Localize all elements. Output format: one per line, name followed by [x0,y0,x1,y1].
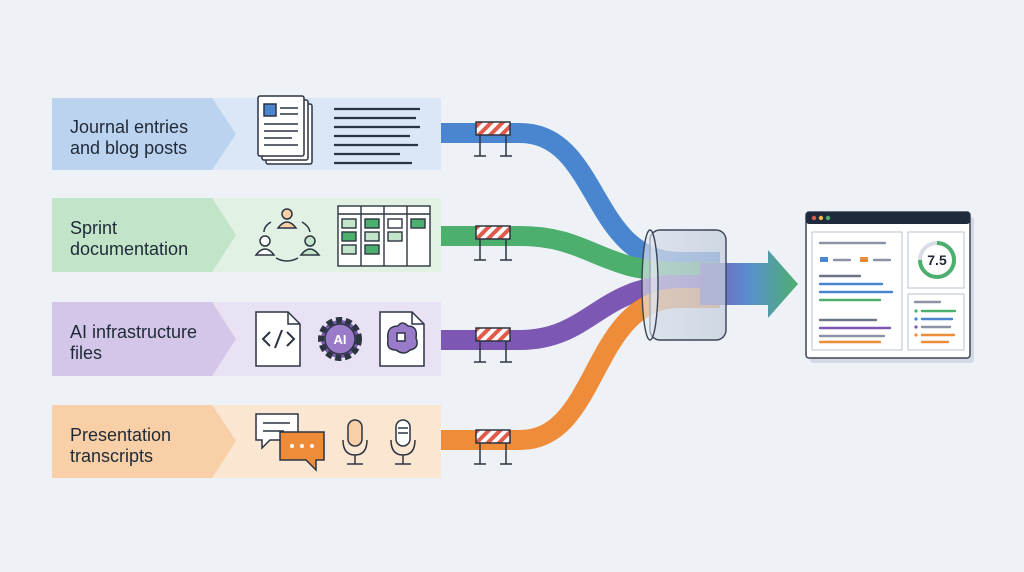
score-value: 7.5 [927,252,947,268]
source-label-presentation: Presentation transcripts [70,425,172,466]
svg-text:AI: AI [334,332,347,347]
window-minimize-dot [818,215,824,221]
code-file-icon [255,311,301,367]
barrier [474,225,512,261]
microphone-icon [390,419,416,465]
source-label-sprint: Sprint documentation [70,218,189,259]
source-panel-journal [52,98,441,170]
barrier [474,429,512,465]
barrier [474,121,512,157]
source-label-journal: Journal entries and blog posts [70,117,189,158]
team-cycle-icon [254,208,321,262]
microphone-icon [342,419,368,465]
merge-cylinder [641,229,727,341]
ai-gear-icon: AI [318,317,362,361]
score-ring [918,241,956,279]
chat-bubbles-icon [255,413,325,472]
dashboard-window [805,211,974,363]
source-label-ai: AI infrastructure files [70,322,198,363]
document-stack-icon [257,95,313,165]
window-maximize-dot [825,215,831,221]
source-panel-presentation [52,405,441,478]
kanban-board-icon [337,205,431,267]
barrier [474,327,512,363]
brain-chip-file-icon [379,311,425,367]
text-lines-icon [334,107,420,165]
window-close-dot [811,215,817,221]
